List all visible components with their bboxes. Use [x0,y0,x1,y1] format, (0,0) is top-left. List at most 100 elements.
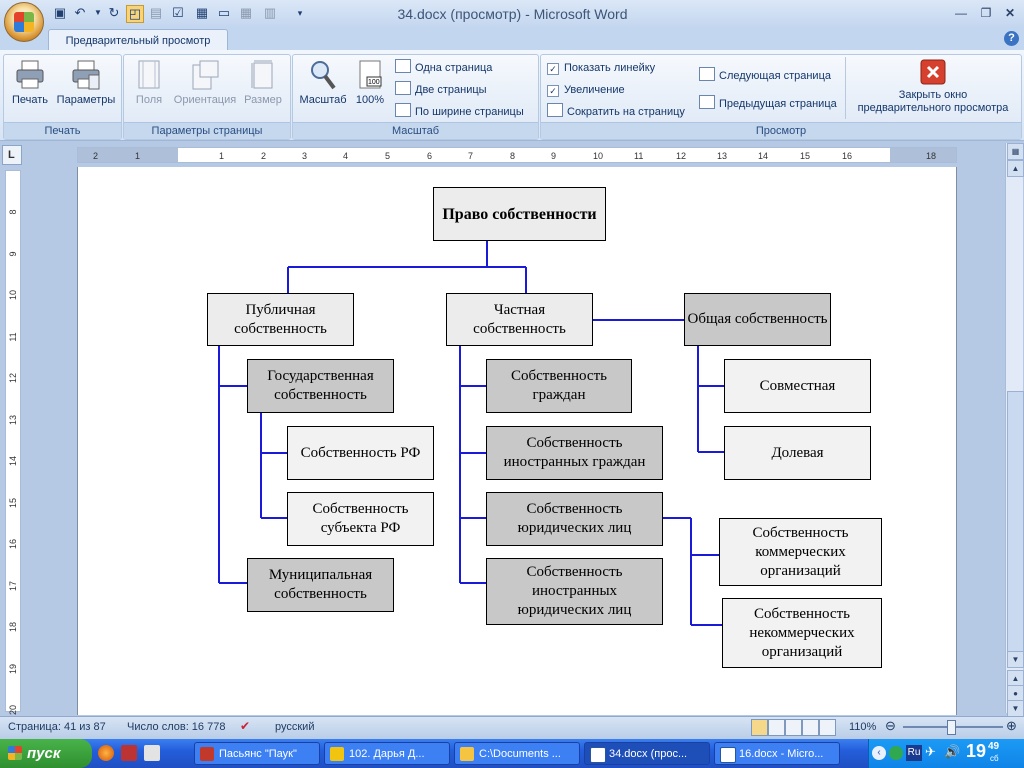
help-icon[interactable]: ? [1004,31,1019,46]
app-launcher-icon[interactable] [121,745,137,761]
window-title: 34.docx (просмотр) - Microsoft Word [397,6,628,22]
ruler-tick: 10 [593,151,604,161]
task-label: Пасьянс "Паук" [219,748,297,760]
task-word-16[interactable]: 16.docx - Micro... [714,742,840,765]
task-label: 16.docx - Micro... [739,748,824,760]
zoom-level[interactable]: 110% [849,721,877,733]
vertical-scrollbar[interactable]: ▦ ▲ ▼ ▲ ● ▼ [1005,143,1024,717]
office-button[interactable] [4,2,44,42]
customize-qat-icon[interactable]: ▾ [297,8,303,18]
page-100-icon: 100 [355,59,385,91]
page-setup-group: Поля Ориентация Размер Параметры страниц… [123,54,291,140]
page-width-button[interactable]: По ширине страницы [395,103,524,121]
shrink-one-page-button[interactable]: Сократить на страницу [547,103,685,121]
tray-expand-icon[interactable]: ‹ [872,746,886,760]
close-preview-button[interactable]: Закрыть окно предварительного просмотра [849,59,1017,115]
task-label: 34.docx (прос... [609,748,688,760]
ruler-tick: 14 [758,151,769,161]
zoom-100-button[interactable]: 100 100% [351,59,389,106]
two-pages-button[interactable]: Две страницы [395,81,487,99]
view-ruler-icon[interactable]: ▦ [1007,143,1024,160]
restore-icon[interactable]: ❐ [980,6,992,20]
next-page-icon [699,67,715,81]
prev-page-button[interactable]: Предыдущая страница [699,95,837,113]
scroll-thumb[interactable] [1007,391,1024,653]
tab-print-preview[interactable]: Предварительный просмотр [48,29,228,52]
text-box-icon[interactable]: ▭ [217,5,231,20]
firefox-icon[interactable] [98,745,114,761]
outline-view-icon[interactable] [802,719,819,736]
web-layout-view-icon[interactable] [785,719,802,736]
quick-print-icon[interactable]: ▤ [149,5,163,20]
node-noncommercial: Собственность некоммерческих организаций [722,598,882,668]
show-ruler-label: Показать линейку [564,62,656,74]
task-solitaire[interactable]: Пасьянс "Паук" [194,742,320,765]
ruler-tick: 2 [261,151,267,161]
orientation-button[interactable]: Ориентация [170,59,240,106]
print-layout-view-icon[interactable] [751,719,768,736]
table-icon[interactable]: ▦ [195,5,209,20]
print-label: Печать [11,94,49,106]
ruler-tick: 9 [551,151,557,161]
start-button[interactable]: пуск [0,739,92,768]
zoom-slider-thumb[interactable] [947,720,956,735]
clock-hours[interactable]: 19 [966,741,987,761]
zoom-group: Масштаб 100 100% Одна страница Две стран… [292,54,539,140]
prev-page-label: Предыдущая страница [719,98,837,110]
scroll-up-icon[interactable]: ▲ [1007,160,1024,177]
columns-icon[interactable]: ▥ [263,5,277,20]
status-word-count[interactable]: Число слов: 16 778 [127,721,226,733]
quick-launch-icon[interactable] [144,745,160,761]
scroll-down-icon[interactable]: ▼ [1007,651,1024,668]
print-preview-icon[interactable]: ◰ [126,5,144,23]
print-button[interactable]: Печать [8,59,52,106]
zoom-in-icon[interactable]: ⊕ [1006,718,1017,733]
tab-stop-selector[interactable]: L [2,145,22,165]
task-102[interactable]: 102. Дарья Д... [324,742,450,765]
tray-arrow-icon[interactable]: ✈ [925,744,936,759]
preview-separator [845,57,846,119]
vertical-ruler-tick: 19 [8,663,18,674]
proofing-icon[interactable]: ✔ [240,719,251,733]
magnifier-checkbox[interactable]: ✓Увеличение [547,81,625,99]
full-screen-view-icon[interactable] [768,719,785,736]
vertical-ruler-tick: 9 [8,251,18,257]
task-word-34[interactable]: 34.docx (прос... [584,742,710,765]
margins-button[interactable]: Поля [128,59,170,106]
next-page-arrow-icon[interactable]: ▼ [1007,700,1024,717]
magnifier-label: Увеличение [564,84,625,96]
redo-icon[interactable]: ↻ [108,5,120,20]
next-page-button[interactable]: Следующая страница [699,67,831,85]
ruler-tick: 7 [468,151,474,161]
grid-icon[interactable]: ▦ [239,5,253,20]
task-label: 102. Дарья Д... [349,748,425,760]
close-icon[interactable]: ✕ [1004,6,1016,20]
status-page[interactable]: Страница: 41 из 87 [8,721,106,733]
task-explorer[interactable]: C:\Documents ... [454,742,580,765]
checkbox-icon[interactable]: ☑ [172,5,184,20]
clock-day: сб [990,754,999,763]
node-foreign-citizens: Собственность иностранных граждан [486,426,663,480]
undo-icon[interactable]: ↶ [74,5,86,20]
show-ruler-checkbox[interactable]: ✓Показать линейку [547,59,655,77]
options-button[interactable]: Параметры [54,59,118,106]
undo-dropdown-icon[interactable]: ▼ [94,8,102,17]
draft-view-icon[interactable] [819,719,836,736]
status-language[interactable]: русский [275,721,315,733]
language-indicator[interactable]: Ru [906,745,922,761]
zoom-button[interactable]: Масштаб [297,59,349,106]
zoom-out-icon[interactable]: ⊖ [885,718,896,733]
save-icon[interactable]: ▣ [53,5,67,20]
ruler-tick: 13 [717,151,728,161]
network-icon[interactable] [889,746,903,760]
size-button[interactable]: Размер [240,59,286,106]
minimize-icon[interactable]: — [955,6,967,20]
node-joint: Совместная [724,359,871,413]
vertical-ruler-tick: 15 [8,497,18,508]
volume-icon[interactable]: 🔊 [944,744,961,759]
vertical-ruler-tick: 13 [8,414,18,425]
ruler-tick: 18 [926,151,937,161]
one-page-button[interactable]: Одна страница [395,59,492,77]
